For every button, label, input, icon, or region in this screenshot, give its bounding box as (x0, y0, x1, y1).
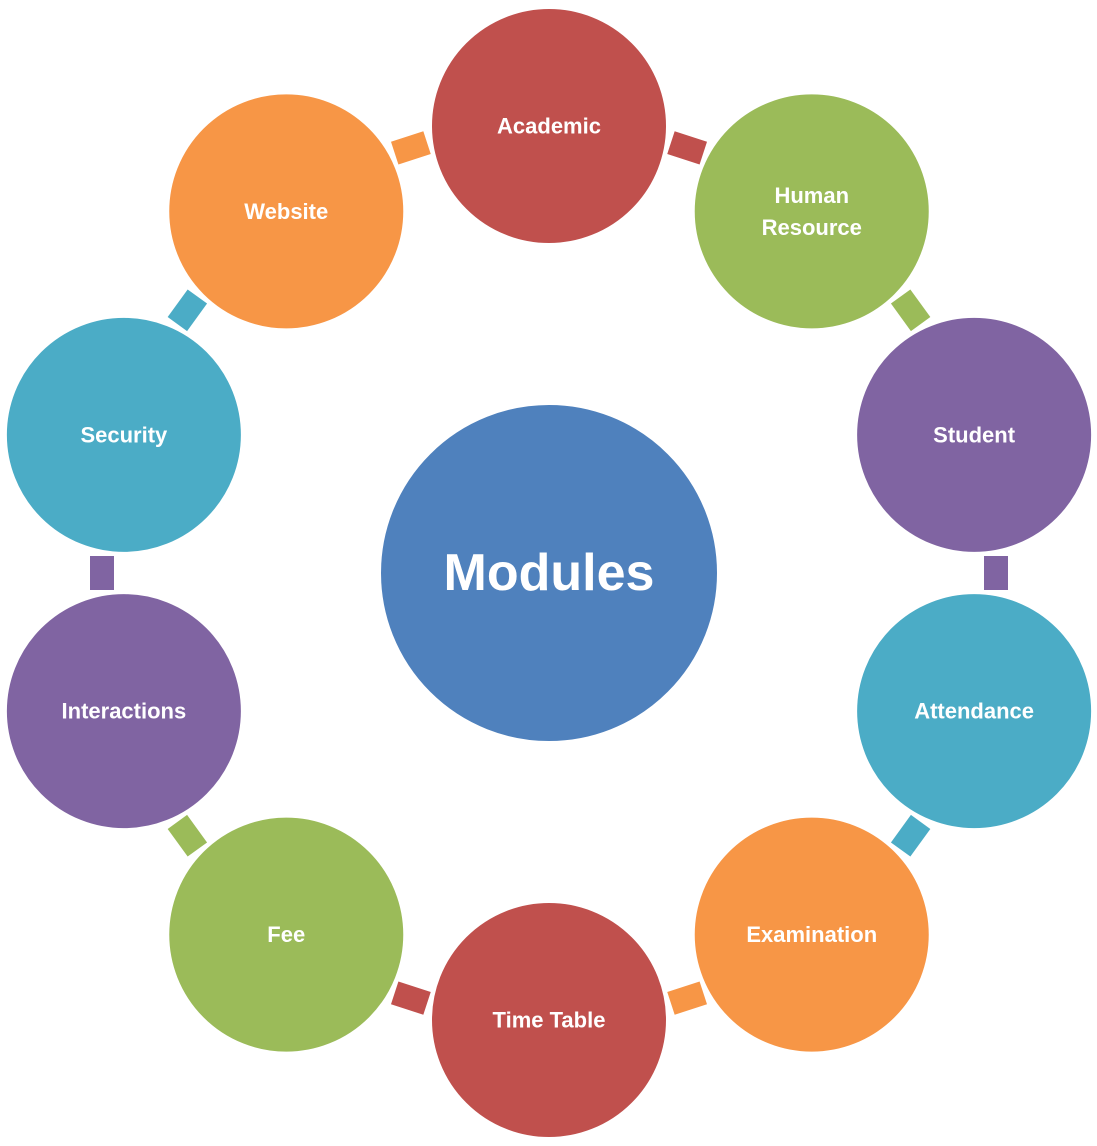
connector-time-table (390, 981, 431, 1015)
node-circle-fee (165, 813, 408, 1056)
center-node: Modules (377, 401, 721, 745)
node-circle-academic (428, 5, 670, 247)
node-label-examination: Examination (746, 922, 877, 947)
node-label-fee: Fee (267, 922, 305, 947)
node-attendance: Attendance (853, 590, 1096, 833)
connector-security (167, 289, 208, 332)
center-circle (377, 401, 721, 745)
node-examination: Examination (690, 813, 933, 1056)
node-label-website: Website (244, 199, 328, 224)
node-security: Security (2, 313, 245, 556)
node-circle-human-resource (690, 90, 933, 333)
node-label-attendance: Attendance (914, 699, 1034, 724)
connector-website (390, 131, 431, 165)
node-fee: Fee (165, 813, 408, 1056)
node-circle-examination (690, 813, 933, 1056)
node-label-time-table: Time Table (493, 1008, 606, 1033)
node-circle-website (165, 90, 408, 333)
node-label-interactions: Interactions (62, 699, 187, 724)
node-student: Student (853, 313, 1096, 556)
connector-academic (667, 131, 708, 165)
connector-examination (667, 981, 708, 1015)
connector-student (984, 556, 1008, 590)
node-circle-attendance (853, 590, 1096, 833)
connector-interactions (90, 556, 114, 590)
connector-attendance (890, 814, 931, 857)
center-label: Modules (444, 544, 655, 602)
node-label-human-resource: Resource (762, 215, 862, 240)
node-label-student: Student (933, 422, 1016, 447)
connectors (90, 131, 1008, 1015)
connector-fee (167, 814, 208, 857)
node-website: Website (165, 90, 408, 333)
node-interactions: Interactions (2, 590, 245, 833)
module-nodes: AcademicHumanResourceStudentAttendanceEx… (2, 5, 1096, 1141)
node-label-human-resource: Human (774, 183, 849, 208)
connector-human-resource (890, 289, 931, 332)
node-circle-interactions (2, 590, 245, 833)
node-circle-student (853, 313, 1096, 556)
node-time-table: Time Table (428, 899, 670, 1141)
node-academic: Academic (428, 5, 670, 247)
node-label-security: Security (80, 422, 168, 447)
node-label-academic: Academic (497, 114, 601, 139)
node-circle-security (2, 313, 245, 556)
node-circle-time-table (428, 899, 670, 1141)
